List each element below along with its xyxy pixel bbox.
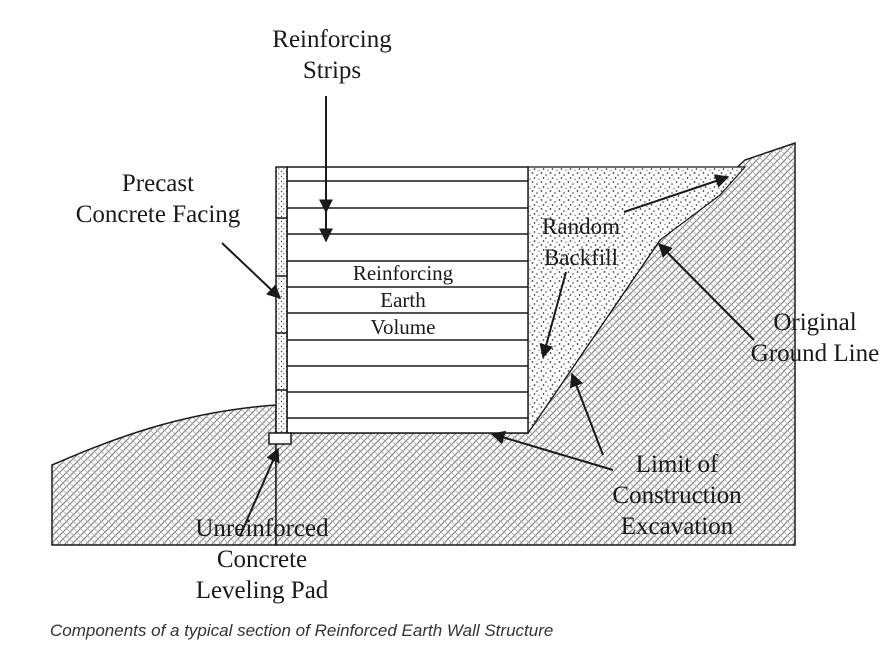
label-limit-of-construction-excavation: Limit of Construction Excavation	[592, 449, 762, 542]
label-limit-line1: Limit of	[635, 451, 719, 478]
leveling-pad	[268, 432, 292, 445]
label-reinforcing-earth-volume: Reinforcing Earth Volume	[333, 260, 473, 341]
label-original-line1: Original	[773, 309, 857, 336]
label-pad-line2: Concrete	[216, 546, 308, 573]
figure-caption: Components of a typical section of Reinf…	[50, 621, 554, 640]
label-unreinforced-leveling-pad: Unreinforced Concrete Leveling Pad	[172, 513, 352, 606]
arrow-backfill-down	[539, 271, 567, 359]
arrow-original-ground	[658, 243, 755, 341]
label-random-backfill: Random Backfill	[526, 211, 636, 273]
label-limit-line2: Construction	[612, 482, 742, 509]
callout-arrows	[221, 96, 755, 537]
arrow-facing	[221, 242, 282, 299]
label-reinforcing-strips-line2: Strips	[302, 57, 362, 84]
label-precast-concrete-facing: Precast Concrete Facing	[58, 168, 258, 230]
label-limit-line3: Excavation	[620, 513, 734, 540]
label-pad-line1: Unreinforced	[195, 515, 329, 542]
label-volume-line3: Volume	[370, 315, 436, 339]
label-volume-line2: Earth	[380, 288, 426, 312]
label-volume-line1: Reinforcing	[352, 261, 454, 285]
arrow-limit-left	[490, 430, 614, 471]
reinforced-earth-wall-diagram	[51, 96, 796, 546]
precast-concrete-facing	[275, 166, 288, 434]
label-original-line2: Ground Line	[750, 340, 880, 367]
label-precast-line2: Concrete Facing	[75, 201, 241, 228]
label-precast-line1: Precast	[121, 170, 195, 197]
label-pad-line3: Leveling Pad	[195, 577, 329, 604]
label-original-ground-line: Original Ground Line	[740, 307, 890, 369]
label-backfill-line2: Backfill	[543, 245, 619, 270]
arrow-leveling-pad	[239, 447, 280, 537]
label-backfill-line1: Random	[542, 214, 620, 239]
label-reinforcing-strips: Reinforcing Strips	[262, 24, 402, 86]
label-reinforcing-strips-line1: Reinforcing	[272, 26, 392, 53]
arrow-backfill-top	[623, 174, 730, 213]
arrow-limit-right	[569, 372, 604, 456]
